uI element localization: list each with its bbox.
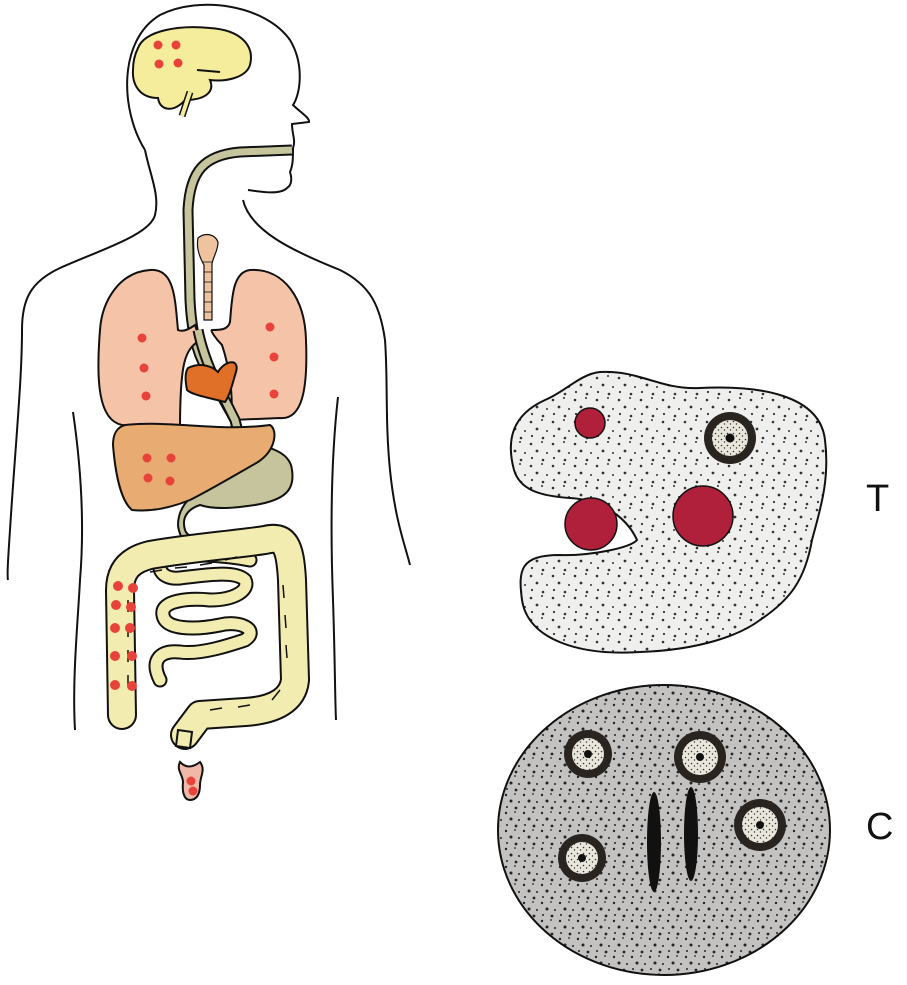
heart bbox=[184, 361, 238, 404]
colon-lesions bbox=[110, 581, 138, 691]
small-intestine bbox=[148, 547, 258, 688]
liver-lesions bbox=[142, 453, 176, 486]
brain bbox=[131, 26, 252, 118]
cyst-label: C bbox=[866, 806, 894, 848]
cyst-nuclei bbox=[558, 730, 786, 882]
brain-lesions bbox=[153, 40, 183, 69]
ingested-red-cells bbox=[564, 407, 734, 551]
trachea bbox=[196, 233, 219, 321]
trophozoite-label: T bbox=[866, 478, 890, 520]
liver bbox=[111, 422, 276, 512]
trophozoite-nucleus bbox=[704, 412, 756, 464]
trophozoite bbox=[509, 370, 828, 654]
body-outline bbox=[6, 3, 411, 731]
anus bbox=[177, 760, 204, 802]
lung-lesions bbox=[137, 322, 279, 401]
colon bbox=[105, 523, 310, 750]
left-lung bbox=[97, 268, 202, 432]
cyst bbox=[497, 684, 831, 976]
chromatoid-bodies bbox=[647, 787, 698, 892]
